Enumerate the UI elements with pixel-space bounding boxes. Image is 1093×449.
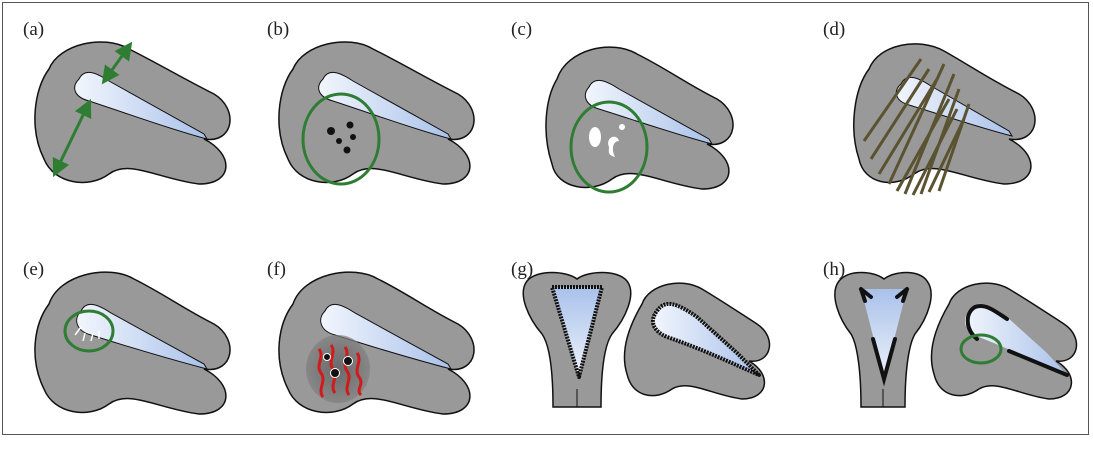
figure-frame: (a) (b) (c) [2, 2, 1089, 435]
panel-g: (g) [497, 249, 797, 449]
myometrial-cyst [324, 354, 331, 361]
uterus-sagittal-diagram [809, 9, 1059, 209]
panel-a: (a) [9, 9, 259, 209]
hyperechoic-island [619, 124, 625, 130]
myometrial-cyst [350, 134, 356, 140]
uterus-sagittal-diagram [497, 9, 747, 209]
myometrial-cyst [344, 147, 351, 154]
myometrial-cyst [336, 138, 342, 144]
uterus-sagittal-diagram [253, 249, 503, 449]
myometrial-cyst [327, 127, 335, 135]
myometrial-cyst [331, 369, 340, 378]
uterus-sagittal-diagram [9, 9, 259, 209]
panel-e: (e) [9, 249, 259, 449]
panel-c: (c) [497, 9, 747, 209]
panel-h: (h) [809, 249, 1089, 449]
uterus-diagram-pair [497, 249, 797, 449]
myometrial-cyst [344, 357, 353, 366]
myometrial-cyst [347, 122, 354, 129]
panel-f: (f) [253, 249, 503, 449]
uterus-sagittal-diagram [253, 9, 503, 209]
panel-d: (d) [809, 9, 1059, 209]
uterus-sagittal-diagram [9, 249, 259, 449]
uterus-diagram-pair [809, 249, 1089, 449]
panel-b: (b) [253, 9, 503, 209]
hyperechoic-island [589, 127, 601, 147]
